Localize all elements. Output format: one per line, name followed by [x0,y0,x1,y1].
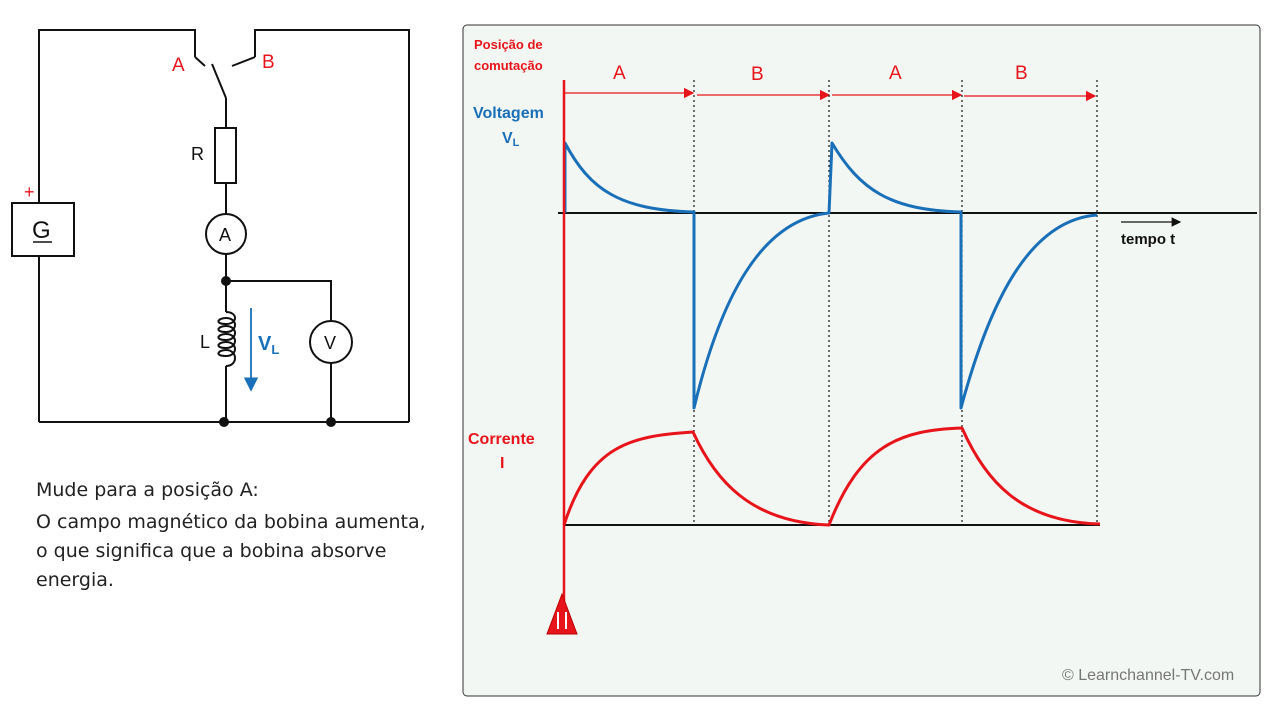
switch-contact-b [231,56,256,67]
voltage-label: Voltagem [473,105,544,122]
warning-triangle-icon[interactable] [546,592,578,635]
phase-label-a1: A [613,63,626,84]
switch-position-label-1: Posição de [474,37,543,52]
switch-label-b: B [262,52,275,73]
switch-label-a: A [172,55,185,76]
junction-top [221,276,231,286]
voltage-symbol-sub: L [513,137,520,149]
voltage-symbol-main: V [502,130,513,147]
voltage-symbol: VL [502,130,520,149]
voltage-curve [563,141,1098,410]
vl-label-sub: L [271,342,279,357]
circuit-diagram [11,29,410,423]
current-symbol: I [500,455,504,472]
caption-heading: Mude para a posição A: [36,479,259,501]
resistor [214,127,237,184]
caption: Mude para a posição A: O campo magnético… [36,476,436,595]
switch-blade [211,63,227,99]
switch-contact-a [194,56,206,67]
wire-voltmeter-top [226,280,332,322]
resistor-label: R [191,144,204,164]
phase-label-b2: B [1015,63,1028,84]
inductor-coil [217,311,236,367]
phase-label-b1: B [751,64,764,85]
vl-label-main: V [258,333,272,355]
inductor-label: L [200,332,210,352]
current-label: Corrente [468,431,535,448]
vl-label: VL [258,333,279,357]
switch-position-label-2: comutação [474,58,543,73]
junction-bottom-right [326,417,336,427]
time-label: tempo t [1121,231,1175,248]
ammeter-label: A [219,225,231,245]
junction-bottom-left [219,417,229,427]
wire-left [38,29,196,203]
phase-label-a2: A [889,63,902,84]
generator-plus: + [24,182,35,202]
generator-label: G [32,217,51,244]
voltmeter-label: V [324,333,336,353]
copyright: © Learnchannel-TV.com [1062,667,1234,684]
generator [11,202,75,257]
wire-right [254,29,410,422]
graph-panel [462,24,1261,697]
caption-body: O campo magnético da bobina aumenta, o q… [36,511,426,591]
current-curve [562,426,1101,527]
